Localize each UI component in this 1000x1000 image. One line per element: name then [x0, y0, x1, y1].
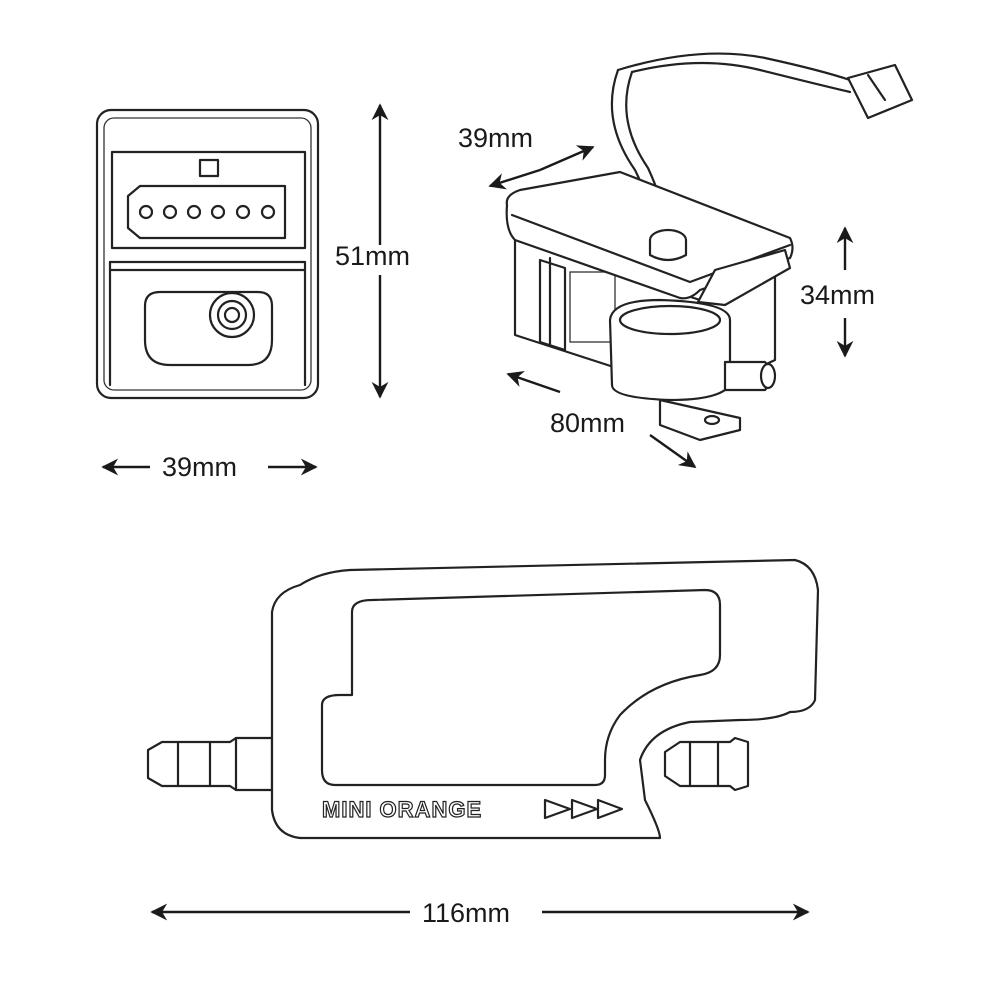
bottom-view: MINI ORANGE — [146, 558, 820, 840]
outlet-port — [208, 291, 256, 339]
window-outline — [320, 588, 722, 787]
iso-height-dimension: 34mm — [800, 226, 875, 358]
flow-arrows-icon — [543, 798, 624, 820]
bottom-length-dimension: 116mm — [150, 898, 810, 928]
iso-view — [505, 52, 914, 442]
front-height-dimension: 51mm — [335, 103, 410, 399]
brand-text: MINI ORANGE — [322, 797, 482, 822]
front-height-label: 51mm — [335, 241, 410, 271]
front-view — [95, 108, 320, 400]
front-width-dimension: 39mm — [101, 452, 318, 482]
outlet-barb — [663, 736, 750, 792]
iso-depth-label: 39mm — [458, 123, 533, 153]
pump-chamber — [608, 298, 732, 402]
iso-depth-dimension: 39mm — [458, 123, 595, 190]
filter-mesh — [569, 271, 616, 343]
iso-height-label: 34mm — [800, 280, 875, 310]
iso-length-dimension: 80mm — [506, 371, 697, 468]
lid-clip — [696, 248, 792, 307]
connector-pins — [138, 204, 276, 220]
front-width-label: 39mm — [162, 452, 237, 482]
bottom-length-label: 116mm — [422, 898, 510, 928]
pump-body-outline — [270, 558, 820, 840]
indicator-square — [198, 158, 220, 178]
mounting-foot — [658, 398, 742, 442]
iso-length-label: 80mm — [550, 408, 625, 438]
